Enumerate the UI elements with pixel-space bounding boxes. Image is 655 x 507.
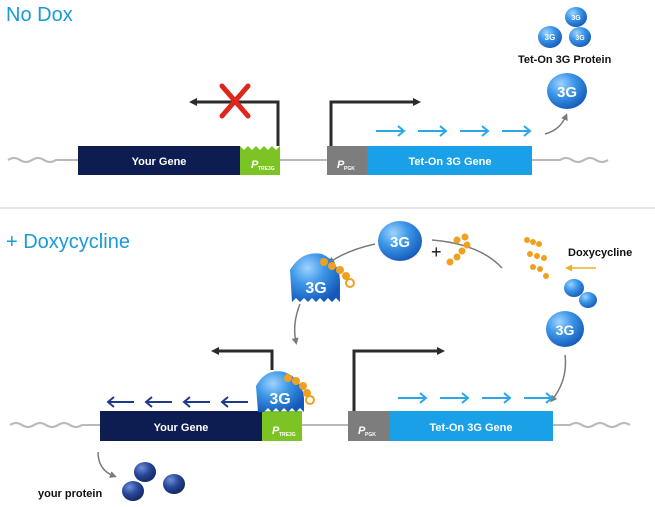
dna-strand-left-top bbox=[7, 157, 78, 163]
tet-on-protein-label: Tet-On 3G Protein bbox=[518, 54, 612, 66]
pgk-promoter-label-top: P bbox=[337, 159, 345, 171]
tet-on-gene-label-top: Tet-On 3G Gene bbox=[409, 156, 492, 168]
pgk-promoter-top bbox=[327, 146, 367, 175]
tet-on-protein-large-top: 3G bbox=[547, 73, 587, 109]
inhibition-x-mark bbox=[219, 83, 251, 119]
tet-on-gene-label-bottom: Tet-On 3G Gene bbox=[430, 422, 513, 434]
tre3g-promoter-label-top: P bbox=[251, 159, 259, 171]
doxycycline-molecule-free bbox=[446, 233, 471, 266]
tre3g-promoter-sub-top: TRE3G bbox=[258, 166, 275, 172]
tet-on-gene-box-bottom bbox=[390, 411, 553, 441]
your-gene-label-top: Your Gene bbox=[132, 156, 187, 168]
tre3g-promoter-label-bottom: P bbox=[272, 425, 280, 437]
tet-on-gene-box-top bbox=[367, 146, 532, 175]
no-dox-title: No Dox bbox=[6, 4, 73, 26]
expression-arrow-top bbox=[544, 113, 568, 135]
your-gene-transcript-arrows bbox=[106, 396, 248, 408]
plus-sign: + bbox=[431, 242, 442, 262]
tet-on-protein-small-bottom-1 bbox=[564, 279, 584, 297]
your-protein-molecules bbox=[122, 462, 185, 501]
dna-strand-right-top bbox=[532, 157, 609, 163]
svg-text:3G: 3G bbox=[545, 33, 556, 42]
svg-text:3G: 3G bbox=[390, 234, 410, 251]
tet-on-protein-small-bottom-2 bbox=[579, 292, 597, 308]
cycle-arc-top bbox=[431, 239, 503, 269]
pgk-promoter-label-bottom: P bbox=[358, 425, 366, 437]
tre-transcription-arrow bbox=[211, 347, 274, 370]
tet-on-protein-small-1: 3G bbox=[538, 26, 562, 48]
blocked-transcription-arrow bbox=[189, 98, 280, 146]
your-gene-box-top bbox=[78, 146, 240, 175]
dna-strand-left-bottom bbox=[9, 422, 100, 428]
svg-text:3G: 3G bbox=[575, 35, 585, 42]
svg-text:3G: 3G bbox=[556, 322, 575, 338]
your-gene-label-bottom: Your Gene bbox=[154, 422, 209, 434]
transcript-arrows-top bbox=[376, 125, 532, 137]
svg-text:3G: 3G bbox=[571, 15, 581, 22]
tet-on-protein-large-bottom: 3G bbox=[546, 311, 584, 347]
binding-arrow bbox=[291, 303, 301, 345]
tet-on-protein-small-3: 3G bbox=[569, 27, 591, 47]
protein-return-arrow bbox=[550, 354, 567, 403]
tet-on-protein-small-2: 3G bbox=[565, 7, 587, 27]
tre3g-promoter-top bbox=[240, 146, 280, 175]
dna-strand-right-bottom bbox=[553, 422, 631, 428]
your-gene-box-bottom bbox=[100, 411, 262, 441]
svg-text:3G: 3G bbox=[269, 391, 290, 408]
cycle-arc-left bbox=[327, 243, 376, 264]
your-protein-label: your protein bbox=[38, 488, 102, 500]
svg-text:3G: 3G bbox=[305, 280, 326, 297]
tre3g-promoter-bottom bbox=[262, 411, 302, 441]
tre3g-promoter-sub-bottom: TRE3G bbox=[279, 432, 296, 438]
pgk-transcription-arrow-top bbox=[329, 98, 421, 146]
pgk-promoter-sub-bottom: PGK bbox=[365, 432, 376, 438]
transcript-arrows-bottom bbox=[398, 392, 554, 404]
doxycycline-label: Doxycycline bbox=[568, 247, 632, 259]
tet-on-protein-free: 3G bbox=[378, 221, 422, 261]
pgk-promoter-sub-top: PGK bbox=[344, 166, 355, 172]
tet-on-dox-complex: 3G bbox=[290, 253, 355, 302]
pgk-transcription-arrow-bottom bbox=[352, 347, 445, 411]
your-protein-expression-arrow bbox=[97, 451, 117, 478]
pgk-promoter-bottom bbox=[348, 411, 390, 441]
svg-text:3G: 3G bbox=[557, 84, 577, 101]
doxycycline-molecule-incoming bbox=[524, 237, 549, 279]
tet-on-bound-complex: 3G bbox=[256, 371, 315, 412]
doxycycline-title: + Doxycycline bbox=[6, 231, 130, 253]
